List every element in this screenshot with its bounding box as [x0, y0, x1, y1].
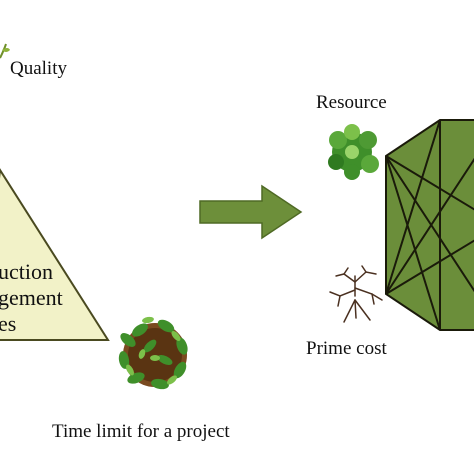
right-arrow-icon [199, 184, 303, 240]
plant-top-view-icon [118, 316, 188, 390]
time-limit-label: Time limit for a project [52, 421, 230, 442]
triangle-text-line3: es [0, 311, 16, 336]
management-triangle [0, 168, 110, 341]
quality-label: Quality [10, 58, 67, 79]
triangle-text-line2: gement [0, 285, 63, 310]
project-hexagon [385, 119, 474, 331]
bare-branch-icon [329, 265, 383, 323]
prime-cost-label: Prime cost [306, 338, 387, 359]
sprout-icon [0, 43, 10, 59]
triangle-text-line1: uction [0, 259, 53, 284]
resource-label: Resource [316, 92, 387, 113]
leafy-bush-icon [328, 124, 379, 180]
